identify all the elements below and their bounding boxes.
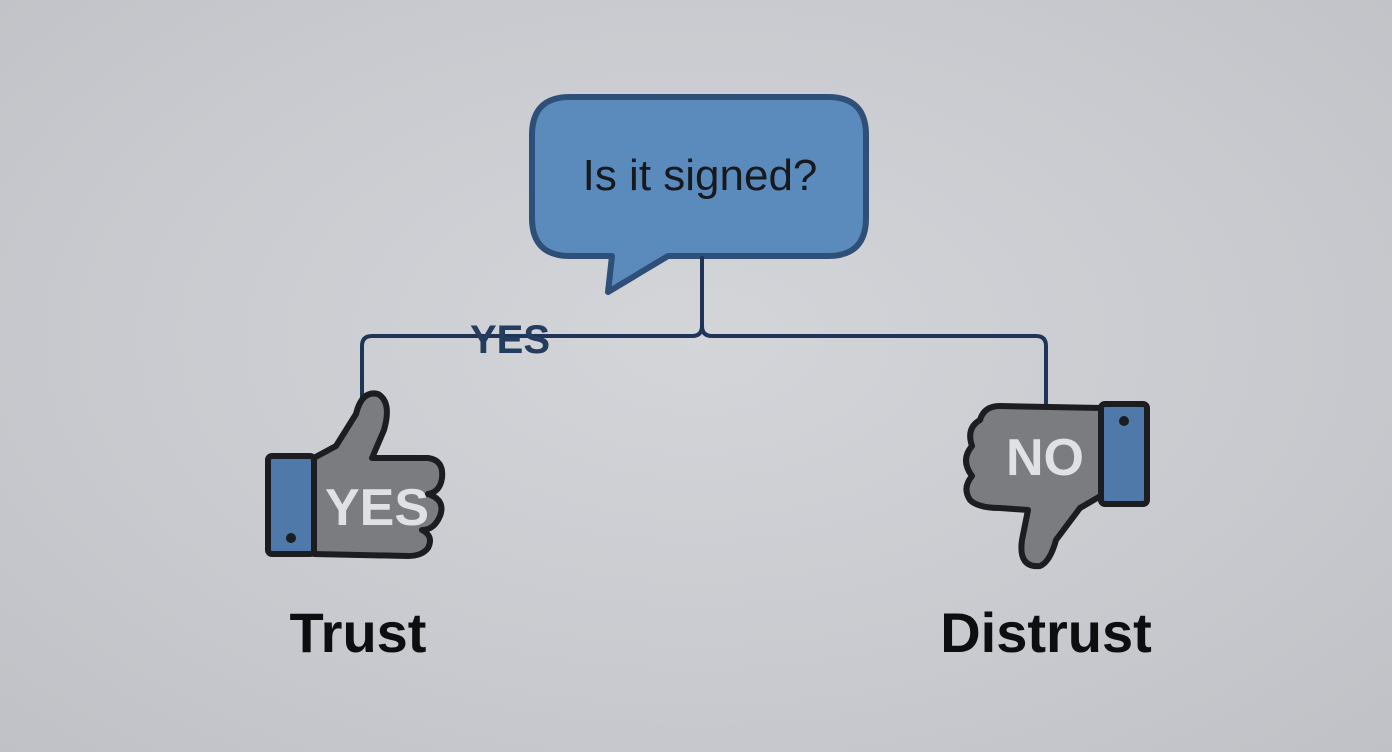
right-branch-connector (700, 324, 1048, 406)
speech-bubble-shape (529, 94, 869, 295)
thumbs-up-badge-text: YES (325, 479, 429, 537)
thumbs-up-hand (307, 390, 446, 559)
question-node: Is it signed? (529, 94, 869, 295)
thumbs-down-hand (963, 403, 1107, 570)
thumbs-down-cuff (1098, 401, 1150, 507)
thumbs-down-cuff-button (1119, 416, 1129, 426)
yes-branch-label: YES (470, 318, 550, 362)
connector-lines (360, 256, 1048, 406)
thumbs-down-badge-text: NO (1006, 429, 1084, 487)
question-text: Is it signed? (583, 151, 818, 200)
trust-outcome-label: Trust (290, 601, 427, 664)
thumbs-up-cuff-button (286, 533, 296, 543)
thumbs-down-icon: NO (963, 401, 1150, 570)
distrust-outcome-label: Distrust (940, 601, 1152, 664)
thumbs-up-cuff (265, 453, 317, 557)
thumbs-up-icon: YES (265, 390, 446, 559)
